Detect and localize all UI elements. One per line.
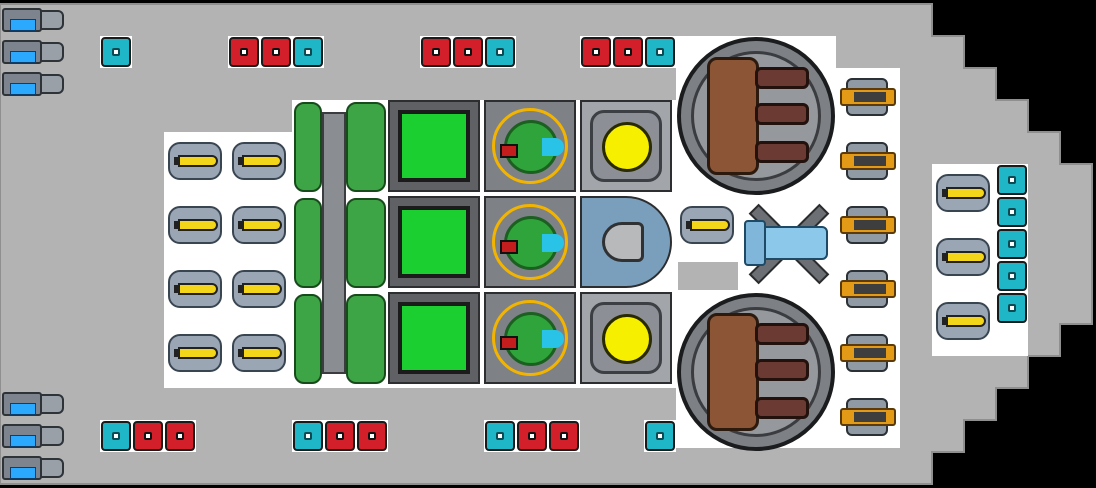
red-armor-block-icon[interactable]	[229, 37, 259, 67]
shield-generator-icon[interactable]	[388, 196, 480, 288]
cyan-connector-block-icon[interactable]	[997, 293, 1027, 323]
shield-generator-icon[interactable]	[388, 100, 480, 192]
cyan-connector-block-icon[interactable]	[997, 261, 1027, 291]
shield-generator-icon[interactable]	[388, 292, 480, 384]
orange-turret-icon[interactable]	[838, 200, 898, 250]
missile-launcher-icon[interactable]	[164, 330, 226, 376]
cyan-connector-block-icon[interactable]	[645, 421, 675, 451]
cockpit-icon[interactable]	[580, 196, 672, 288]
cyan-connector-block-icon[interactable]	[293, 37, 323, 67]
yellow-power-core-icon[interactable]	[580, 100, 672, 192]
red-armor-block-icon[interactable]	[421, 37, 451, 67]
thruster-icon[interactable]	[2, 390, 66, 418]
cyan-connector-block-icon[interactable]	[997, 165, 1027, 195]
orange-turret-icon[interactable]	[838, 136, 898, 186]
yellow-power-core-icon[interactable]	[580, 292, 672, 384]
orange-turret-icon[interactable]	[838, 264, 898, 314]
red-armor-block-icon[interactable]	[165, 421, 195, 451]
reactor-icon[interactable]	[484, 100, 576, 192]
missile-launcher-icon[interactable]	[164, 266, 226, 312]
thruster-icon[interactable]	[2, 70, 66, 98]
reactor-icon[interactable]	[484, 196, 576, 288]
missile-launcher-icon[interactable]	[228, 266, 290, 312]
red-armor-block-icon[interactable]	[453, 37, 483, 67]
cyan-connector-block-icon[interactable]	[997, 197, 1027, 227]
cyan-connector-block-icon[interactable]	[997, 229, 1027, 259]
missile-launcher-icon[interactable]	[228, 330, 290, 376]
cyan-connector-block-icon[interactable]	[293, 421, 323, 451]
missile-launcher-icon[interactable]	[228, 202, 290, 248]
red-armor-block-icon[interactable]	[613, 37, 643, 67]
ion-weapon-icon[interactable]	[742, 198, 832, 288]
heavy-cannon-icon[interactable]	[677, 293, 835, 451]
red-armor-block-icon[interactable]	[261, 37, 291, 67]
thruster-icon[interactable]	[2, 6, 66, 34]
cyan-connector-block-icon[interactable]	[101, 421, 131, 451]
cyan-connector-block-icon[interactable]	[645, 37, 675, 67]
missile-launcher-icon[interactable]	[228, 138, 290, 184]
missile-launcher-icon[interactable]	[676, 202, 738, 248]
hull-gap	[678, 262, 738, 290]
missile-launcher-icon[interactable]	[932, 170, 994, 216]
red-armor-block-icon[interactable]	[133, 421, 163, 451]
red-armor-block-icon[interactable]	[325, 421, 355, 451]
red-armor-block-icon[interactable]	[357, 421, 387, 451]
module-backdrop	[836, 68, 900, 448]
orange-turret-icon[interactable]	[838, 72, 898, 122]
thruster-icon[interactable]	[2, 422, 66, 450]
orange-turret-icon[interactable]	[838, 328, 898, 378]
red-armor-block-icon[interactable]	[581, 37, 611, 67]
missile-launcher-icon[interactable]	[164, 202, 226, 248]
red-armor-block-icon[interactable]	[517, 421, 547, 451]
missile-launcher-icon[interactable]	[164, 138, 226, 184]
reactor-icon[interactable]	[484, 292, 576, 384]
missile-launcher-icon[interactable]	[932, 234, 994, 280]
thruster-icon[interactable]	[2, 38, 66, 66]
cyan-connector-block-icon[interactable]	[485, 421, 515, 451]
orange-turret-icon[interactable]	[838, 392, 898, 442]
thruster-icon[interactable]	[2, 454, 66, 482]
red-armor-block-icon[interactable]	[549, 421, 579, 451]
cyan-connector-block-icon[interactable]	[101, 37, 131, 67]
heavy-cannon-icon[interactable]	[677, 37, 835, 195]
missile-launcher-icon[interactable]	[932, 298, 994, 344]
cyan-connector-block-icon[interactable]	[485, 37, 515, 67]
